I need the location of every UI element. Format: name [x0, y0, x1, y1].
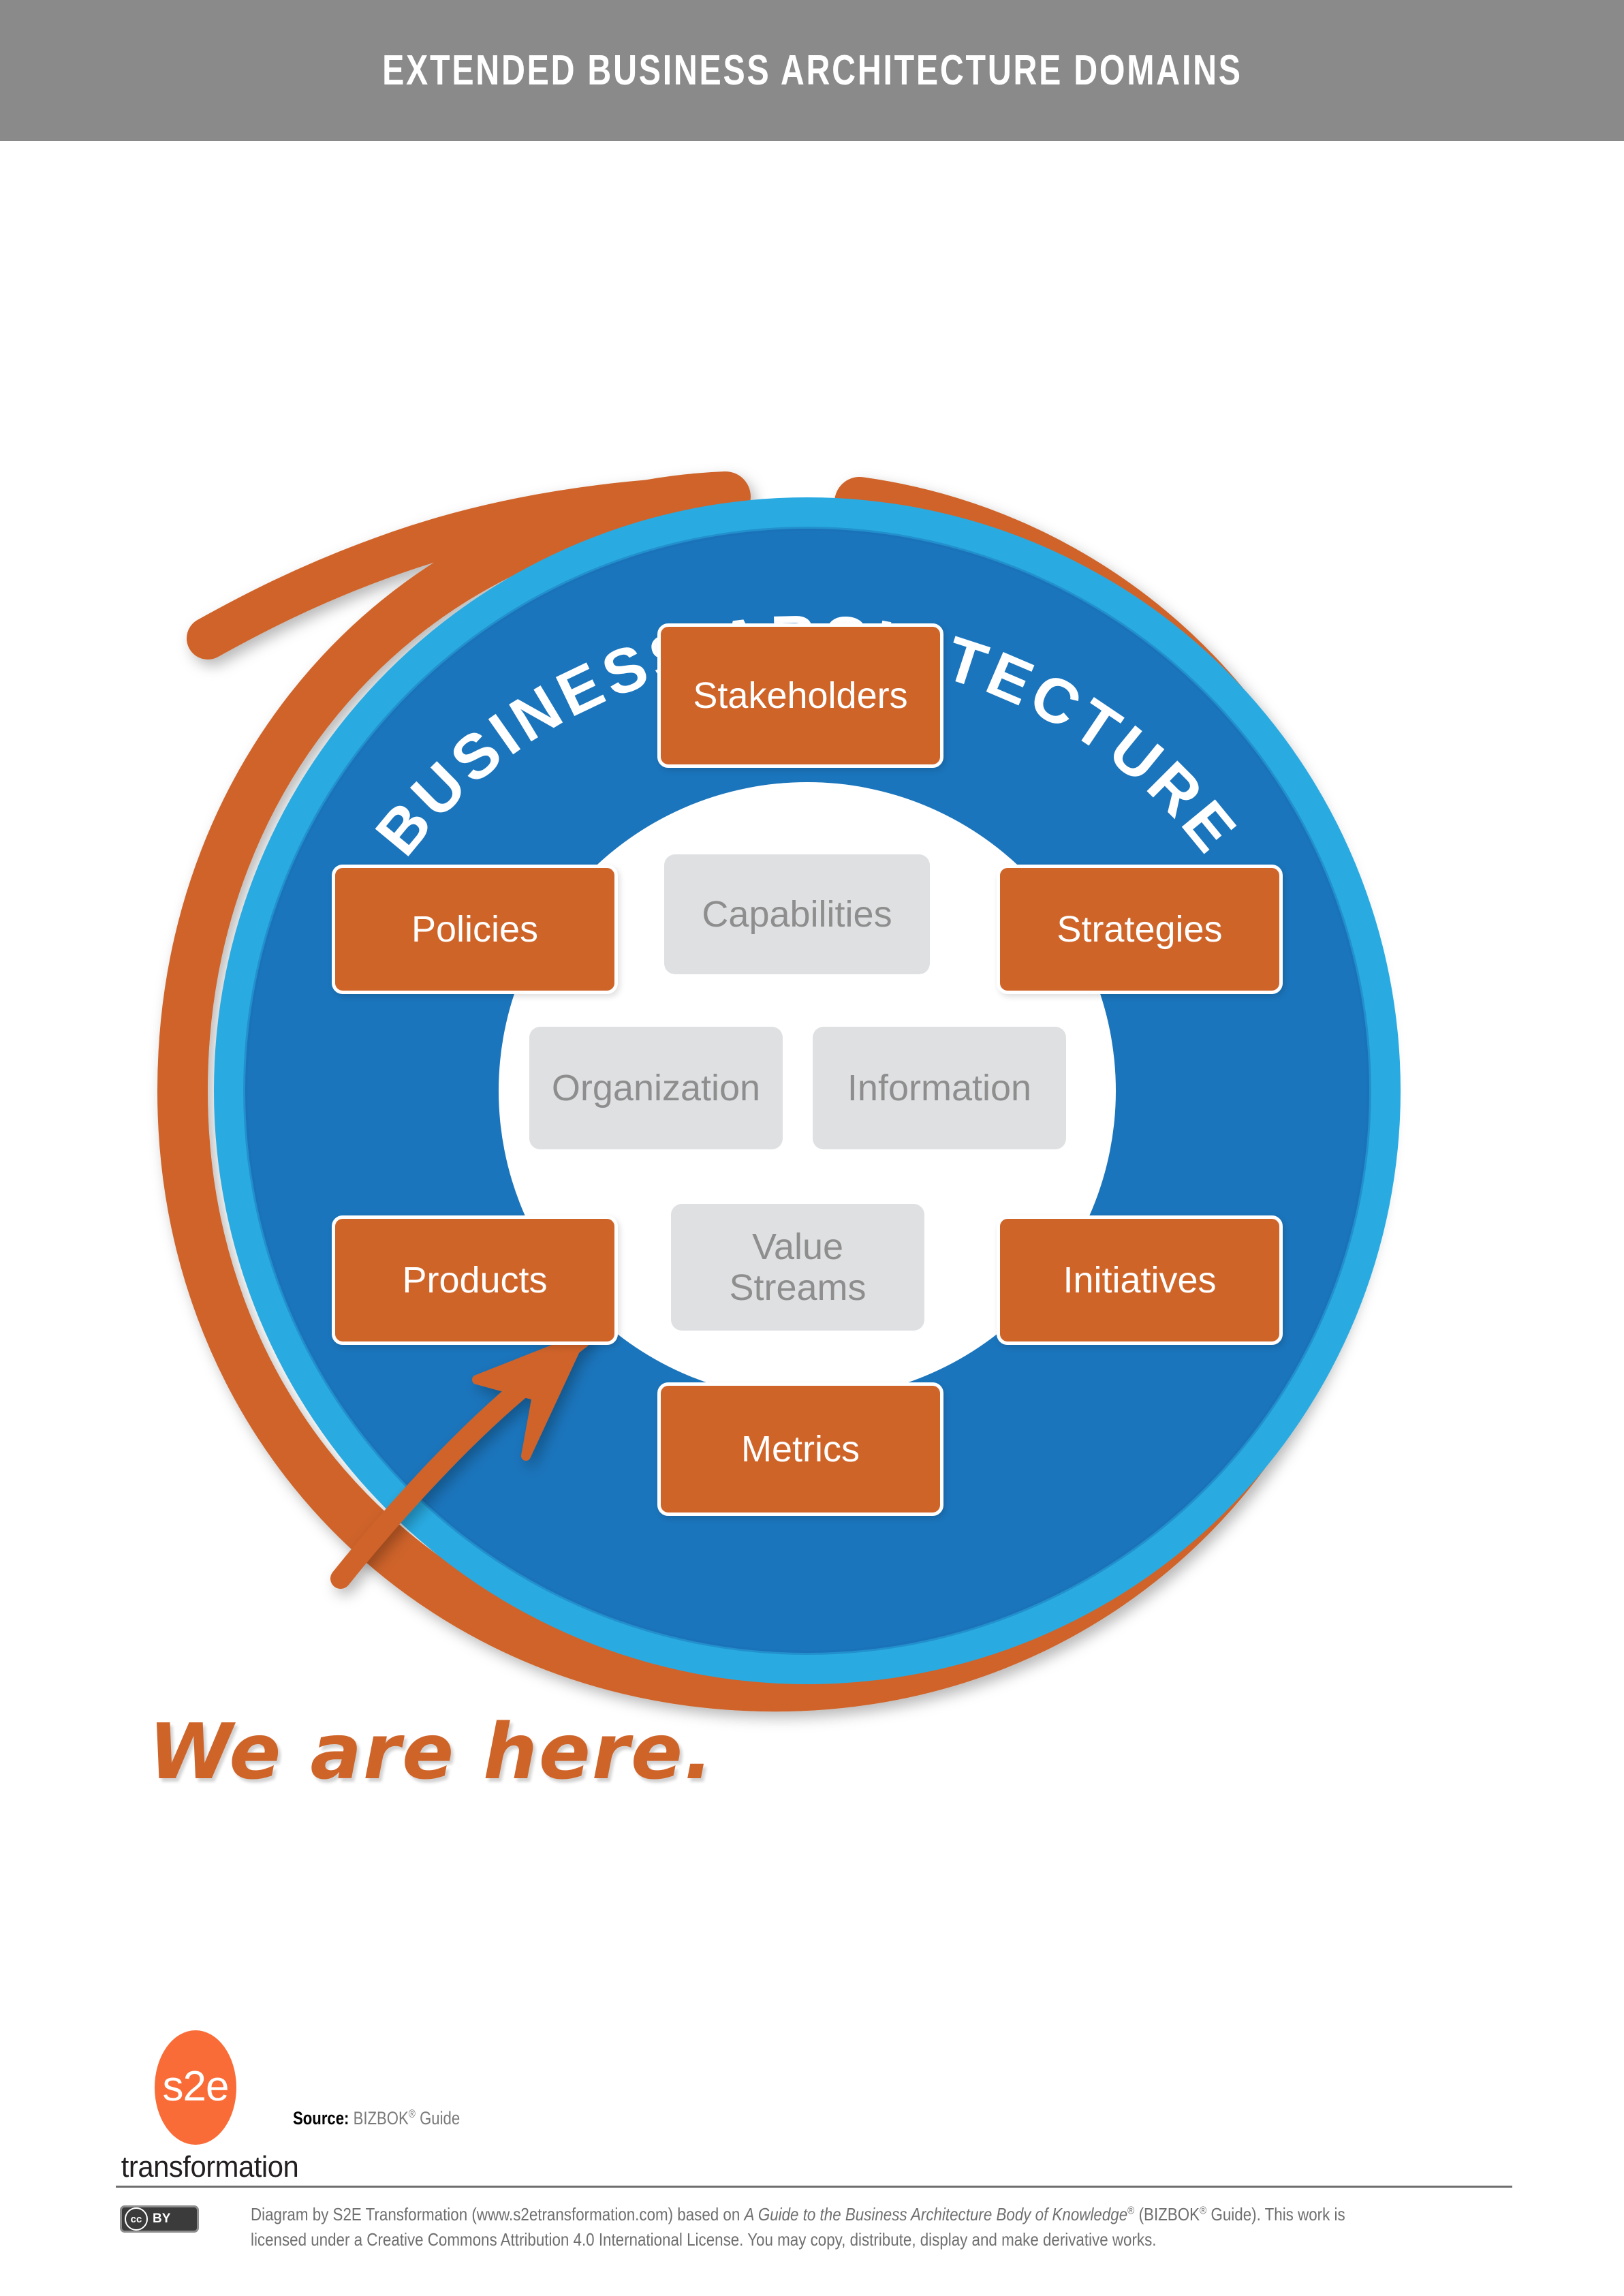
license-part-c: Guide). This work is licensed under a Cr…: [251, 2204, 1345, 2250]
license-part-a: Diagram by S2E Transformation (www.s2etr…: [251, 2204, 745, 2224]
domain-box-products-label: Products: [402, 1259, 548, 1301]
footer: s2e transformation Source: BIZBOK® Guide…: [0, 2010, 1624, 2296]
source-value: BIZBOK® Guide: [349, 2107, 460, 2128]
domain-box-initiatives[interactable]: Initiatives: [997, 1215, 1283, 1345]
s2e-logo-mark: s2e: [155, 2030, 236, 2145]
source-label: Source:: [293, 2108, 349, 2128]
s2e-logo: s2e transformation: [117, 2030, 299, 2184]
core-box-value-streams[interactable]: Value Streams: [671, 1204, 924, 1331]
domain-box-initiatives-label: Initiatives: [1063, 1259, 1217, 1301]
core-box-information-label: Information: [847, 1067, 1032, 1108]
license-part-b: (BIZBOK: [1134, 2204, 1200, 2224]
domain-box-products[interactable]: Products: [332, 1215, 618, 1345]
domain-box-stakeholders-label: Stakeholders: [693, 674, 908, 716]
footer-divider: [116, 2186, 1512, 2188]
license-registered-mark-1: ®: [1127, 2204, 1135, 2217]
value-streams-line2: Streams: [729, 1267, 866, 1308]
s2e-logo-wordmark: transformation: [121, 2150, 299, 2184]
domain-box-policies-label: Policies: [411, 908, 539, 950]
s2e-logo-mark-text: s2e: [162, 2063, 230, 2111]
cc-by-label: BY: [153, 2212, 171, 2226]
we-are-here-arrow: [330, 1329, 591, 1589]
domain-box-metrics-label: Metrics: [741, 1428, 860, 1470]
page-title: EXTENDED BUSINESS ARCHITECTURE DOMAINS: [381, 47, 1243, 94]
domain-box-stakeholders[interactable]: Stakeholders: [657, 623, 943, 768]
we-are-here-annotation: We are here.: [149, 1708, 715, 1797]
domain-box-strategies[interactable]: Strategies: [997, 865, 1283, 994]
domain-boxes-layer: Capabilities Organization Information Va…: [0, 141, 1624, 1872]
source-value-tail: Guide: [415, 2108, 460, 2128]
value-streams-line1: Value: [751, 1226, 844, 1267]
source-value-registered-mark: ®: [408, 2107, 416, 2120]
creative-commons-by-icon[interactable]: cc BY: [120, 2205, 199, 2233]
domain-box-metrics[interactable]: Metrics: [657, 1382, 943, 1516]
source-line: Source: BIZBOK® Guide: [293, 2107, 460, 2129]
diagram-graphics: BUSINESS ARCHITECTURE: [157, 471, 1401, 1712]
core-box-information[interactable]: Information: [813, 1027, 1066, 1149]
license-registered-mark-2: ®: [1200, 2204, 1207, 2217]
core-box-organization-label: Organization: [551, 1067, 761, 1108]
source-value-text: BIZBOK: [353, 2108, 409, 2128]
license-text: Diagram by S2E Transformation (www.s2etr…: [251, 2202, 1375, 2252]
core-box-organization[interactable]: Organization: [529, 1027, 783, 1149]
license-part-d: License. You may copy, distribute, displ…: [687, 2229, 1157, 2250]
core-box-capabilities[interactable]: Capabilities: [664, 854, 930, 974]
cc-circle-icon: cc: [125, 2207, 148, 2231]
domain-box-policies[interactable]: Policies: [332, 865, 618, 994]
business-architecture-diagram: BUSINESS ARCHITECTURE Capabilities Organ…: [0, 141, 1624, 1872]
core-box-capabilities-label: Capabilities: [702, 893, 892, 935]
core-box-value-streams-label: Value Streams: [729, 1226, 866, 1309]
header-bar: EXTENDED BUSINESS ARCHITECTURE DOMAINS: [0, 0, 1624, 141]
domain-box-strategies-label: Strategies: [1057, 908, 1223, 950]
center-white-circle: [499, 782, 1116, 1399]
license-book-title: A Guide to the Business Architecture Bod…: [744, 2204, 1128, 2224]
